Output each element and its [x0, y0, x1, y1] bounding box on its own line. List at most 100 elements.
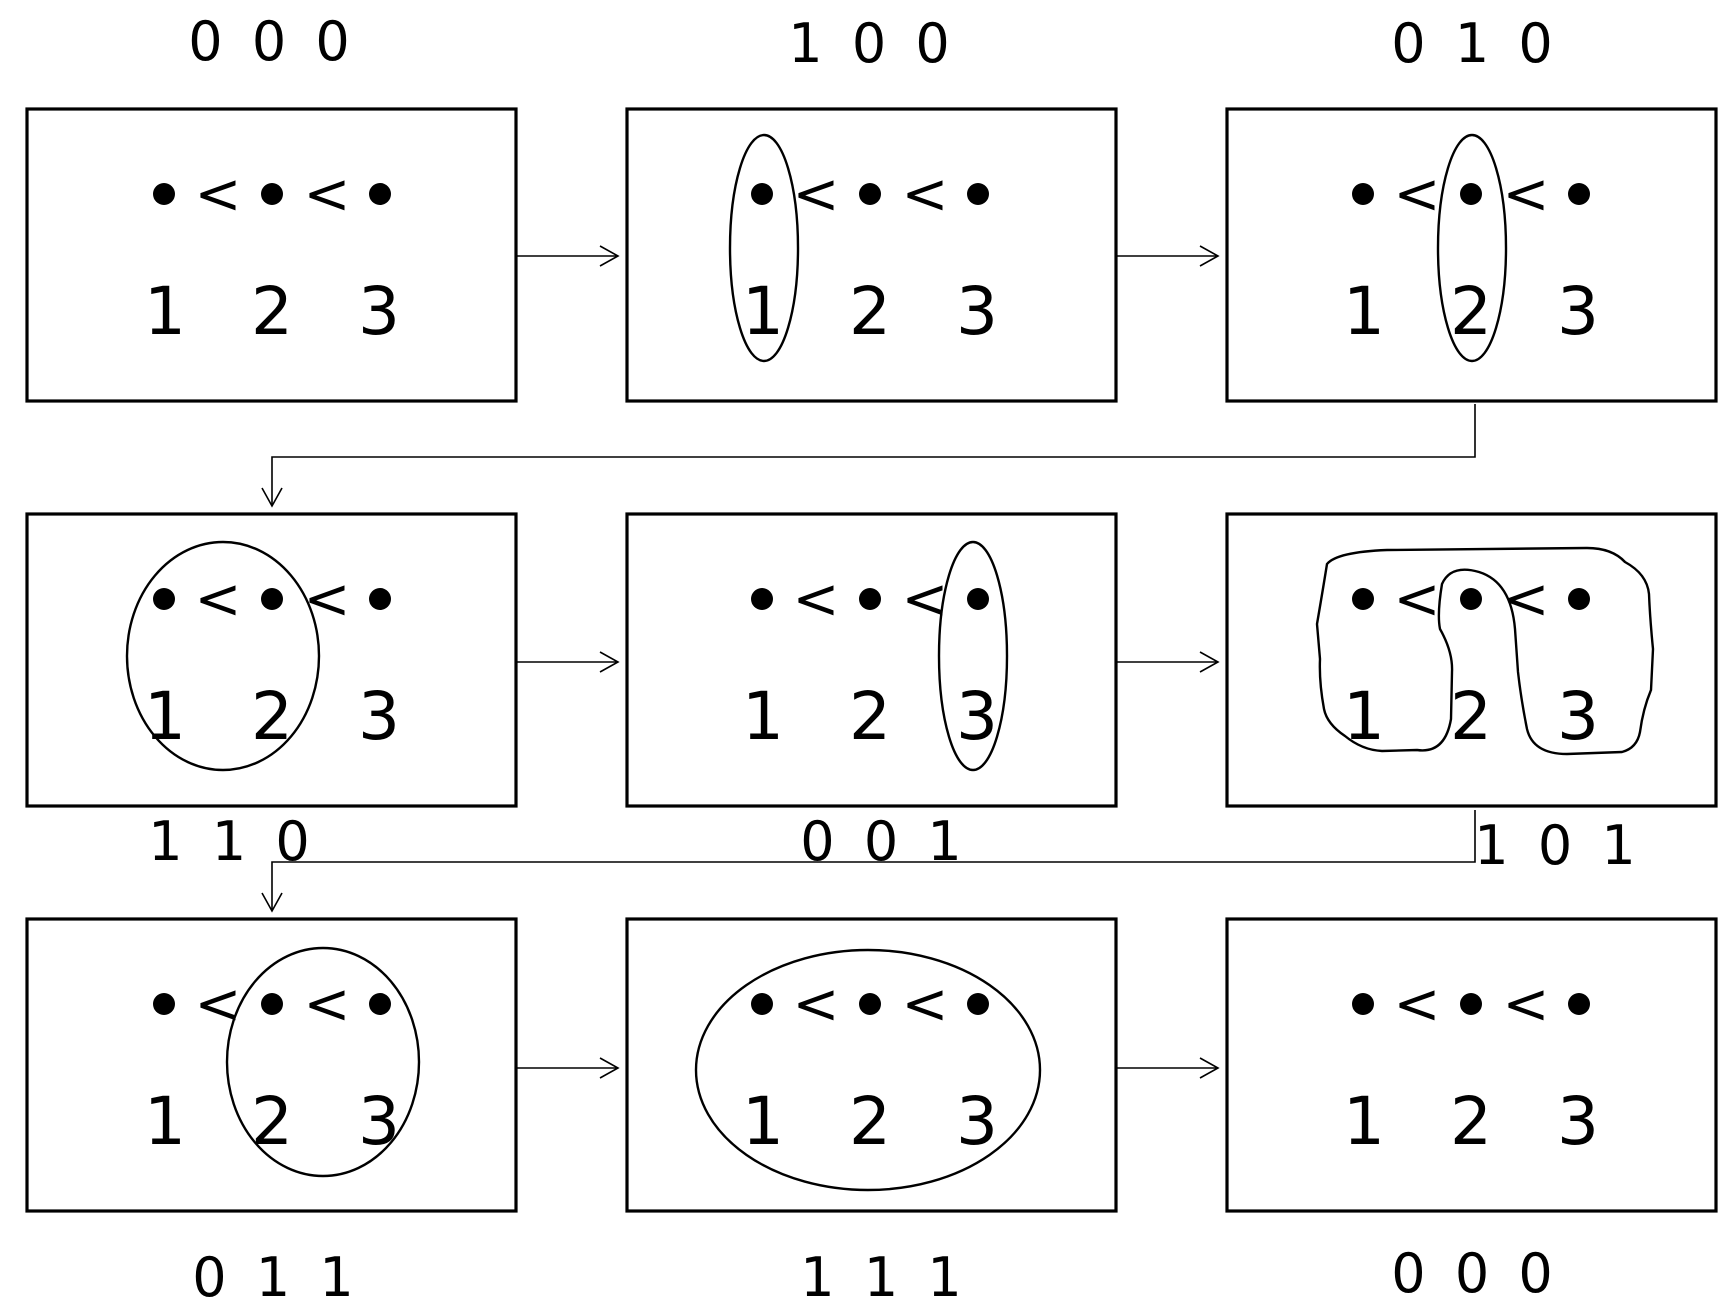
poset-point-3: [1568, 183, 1590, 205]
panel-5: < < 1 2 3: [625, 512, 1118, 808]
less-than-symbol: <: [1503, 972, 1550, 1037]
panel-2-label: 1 0 0: [788, 12, 955, 75]
point-number-2: 2: [849, 678, 891, 755]
point-number-3: 3: [1557, 678, 1599, 755]
subset-outline: [125, 540, 321, 772]
point-number-3: 3: [956, 1083, 998, 1160]
poset-point-3: [369, 588, 391, 610]
arrow-panel-3-to-4: [261, 404, 1476, 508]
point-number-2: 2: [251, 1083, 293, 1160]
poset-point-3: [369, 993, 391, 1015]
panel-2: < < 1 2 3: [625, 107, 1118, 403]
panel-6: < < 1 2 3: [1225, 512, 1718, 808]
point-number-3: 3: [358, 678, 400, 755]
poset-point-3: [967, 993, 989, 1015]
panel-3: < < 1 2 3: [1225, 107, 1718, 403]
panel-4-label: 1 1 0: [148, 810, 315, 873]
point-number-3: 3: [1557, 273, 1599, 350]
arrow-panel-5-to-6: [1117, 651, 1220, 673]
point-number-1: 1: [742, 1083, 784, 1160]
poset-point-2: [859, 183, 881, 205]
point-number-2: 2: [251, 273, 293, 350]
panel-1-label: 0 0 0: [188, 10, 355, 73]
point-number-1: 1: [742, 678, 784, 755]
subset-outline: [937, 540, 1009, 772]
poset-point-3: [369, 183, 391, 205]
poset-point-1: [153, 588, 175, 610]
poset-point-2: [1460, 993, 1482, 1015]
panel-6-label: 1 0 1: [1474, 814, 1641, 877]
point-number-2: 2: [849, 1083, 891, 1160]
poset-point-2: [1460, 183, 1482, 205]
point-number-1: 1: [1343, 678, 1385, 755]
poset-point-1: [751, 588, 773, 610]
point-number-1: 1: [144, 1083, 186, 1160]
panel-1: < < 1 2 3: [25, 107, 518, 403]
less-than-symbol: <: [304, 567, 351, 632]
point-number-2: 2: [1450, 678, 1492, 755]
poset-point-3: [967, 588, 989, 610]
less-than-symbol: <: [1394, 972, 1441, 1037]
less-than-symbol: <: [1503, 162, 1550, 227]
less-than-symbol: <: [304, 972, 351, 1037]
poset-point-1: [751, 993, 773, 1015]
poset-point-1: [153, 993, 175, 1015]
arrow-panel-6-to-7: [261, 810, 1476, 913]
point-number-1: 1: [1343, 1083, 1385, 1160]
point-number-3: 3: [358, 273, 400, 350]
less-than-symbol: <: [793, 972, 840, 1037]
point-number-3: 3: [956, 273, 998, 350]
point-number-2: 2: [1450, 1083, 1492, 1160]
less-than-symbol: <: [1503, 567, 1550, 632]
point-number-3: 3: [358, 1083, 400, 1160]
panel-3-label: 0 1 0: [1391, 12, 1558, 75]
panel-5-label: 0 0 1: [800, 810, 967, 873]
poset-point-1: [153, 183, 175, 205]
poset-point-2: [261, 993, 283, 1015]
connectors: [261, 245, 1476, 1079]
arrow-panel-2-to-3: [1117, 245, 1220, 267]
less-than-symbol: <: [304, 162, 351, 227]
less-than-symbol: <: [793, 567, 840, 632]
less-than-symbol: <: [902, 162, 949, 227]
point-number-1: 1: [742, 273, 784, 350]
subset-outline: [728, 133, 800, 363]
poset-point-1: [751, 183, 773, 205]
panel-7: < < 1 2 3: [25, 917, 518, 1213]
less-than-symbol: <: [902, 972, 949, 1037]
poset-point-1: [1352, 588, 1374, 610]
panel-9-label: 0 0 0: [1391, 1242, 1558, 1305]
point-number-1: 1: [144, 678, 186, 755]
poset-point-2: [261, 588, 283, 610]
poset-point-2: [1460, 588, 1482, 610]
poset-point-3: [1568, 588, 1590, 610]
point-number-3: 3: [956, 678, 998, 755]
poset-point-2: [261, 183, 283, 205]
less-than-symbol: <: [195, 162, 242, 227]
less-than-symbol: <: [195, 972, 242, 1037]
panel-7-label: 0 1 1: [192, 1246, 359, 1308]
less-than-symbol: <: [1394, 567, 1441, 632]
subset-outline: [225, 946, 421, 1178]
arrow-panel-7-to-8: [516, 1057, 620, 1079]
point-number-2: 2: [849, 273, 891, 350]
arrow-panel-1-to-2: [516, 245, 620, 267]
arrow-panel-8-to-9: [1117, 1057, 1220, 1079]
poset-point-1: [1352, 183, 1374, 205]
point-number-2: 2: [1450, 273, 1492, 350]
less-than-symbol: <: [1394, 162, 1441, 227]
poset-point-3: [1568, 993, 1590, 1015]
panel-4: < < 1 2 3: [25, 512, 518, 808]
poset-point-2: [859, 588, 881, 610]
less-than-symbol: <: [793, 162, 840, 227]
subset-outline: [1436, 133, 1508, 363]
subset-outline: [694, 948, 1042, 1192]
point-number-1: 1: [144, 273, 186, 350]
poset-point-3: [967, 183, 989, 205]
point-number-3: 3: [1557, 1083, 1599, 1160]
panel-8: < < 1 2 3: [625, 917, 1118, 1213]
panel-9: < < 1 2 3: [1225, 917, 1718, 1213]
point-number-2: 2: [251, 678, 293, 755]
subset-outline: [1315, 546, 1655, 756]
